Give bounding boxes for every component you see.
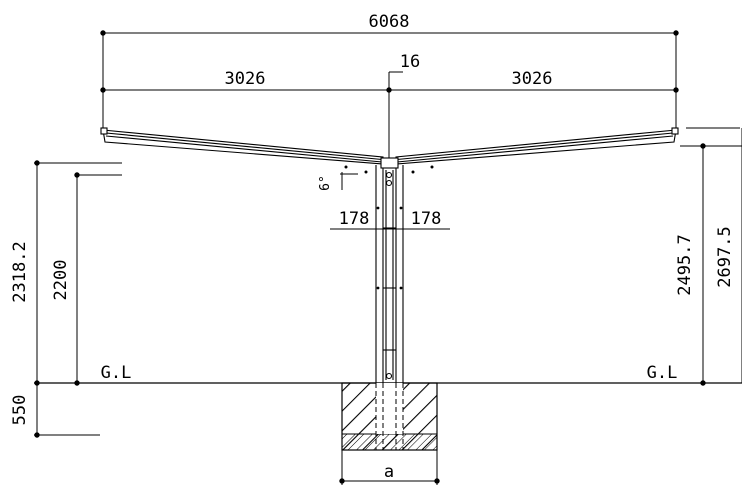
right-span-label: 3026 bbox=[512, 69, 553, 89]
left-post-offset-label: 178 bbox=[339, 209, 370, 229]
ground-label-left: G.L bbox=[101, 363, 132, 383]
ground-label-right: G.L bbox=[647, 363, 678, 383]
roof-left-beam bbox=[100, 127, 384, 165]
angle-marker bbox=[340, 172, 358, 190]
post bbox=[375, 157, 404, 383]
span-dimension bbox=[100, 71, 679, 160]
right-inner-height-label: 2495.7 bbox=[675, 234, 695, 295]
beam-bolts bbox=[344, 165, 434, 174]
right-ridge-lines bbox=[686, 127, 740, 147]
center-gap-label: 16 bbox=[400, 52, 420, 72]
angle-label: 6° bbox=[318, 175, 333, 191]
left-span-label: 3026 bbox=[225, 69, 266, 89]
overall-width-dimension bbox=[100, 30, 679, 132]
left-inner-height-label: 2200 bbox=[51, 260, 71, 301]
left-height-dimensions bbox=[34, 160, 122, 438]
foundation-depth-label: 550 bbox=[10, 395, 30, 426]
foundation-width-dimension bbox=[339, 450, 440, 485]
foundation bbox=[341, 382, 438, 451]
left-outer-height-label: 2318.2 bbox=[10, 241, 30, 302]
foundation-width-label: a bbox=[384, 462, 394, 482]
overall-width-label: 6068 bbox=[369, 12, 410, 32]
post-bolts bbox=[376, 206, 403, 290]
right-post-offset-label: 178 bbox=[411, 209, 442, 229]
roof-right-beam bbox=[395, 127, 679, 165]
right-outer-height-label: 2697.5 bbox=[715, 226, 735, 287]
